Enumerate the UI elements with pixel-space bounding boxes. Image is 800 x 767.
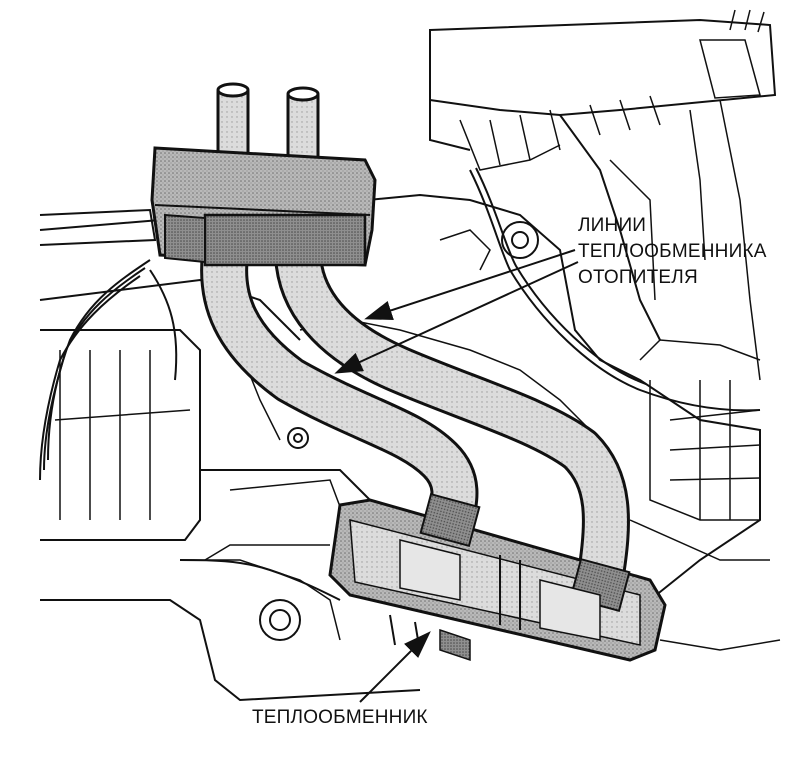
heater-core-label: ТЕПЛООБМЕННИК xyxy=(252,707,428,728)
heater-core-lines-label-line3: ОТОПИТЕЛЯ xyxy=(578,267,698,288)
wiring-harness xyxy=(39,167,761,601)
hvac-housing xyxy=(39,9,781,702)
heater-core-lines-label: ЛИНИИ ТЕПЛООБМЕННИКА ОТОПИТЕЛЯ xyxy=(578,213,767,291)
heater-core-lines-label-line1: ЛИНИИ xyxy=(578,215,647,236)
leader-arrows xyxy=(334,249,579,703)
heater-core-lines xyxy=(200,231,630,604)
heater-core-lines-label-line2: ТЕПЛООБМЕННИКА xyxy=(578,241,767,262)
housing-fasteners xyxy=(259,221,539,641)
pipe-connector-block xyxy=(150,82,377,267)
heater-core xyxy=(328,492,667,662)
arrow-to-heater-core xyxy=(359,631,431,703)
arrow-to-lower-line xyxy=(334,261,579,374)
arrow-to-upper-line xyxy=(364,249,576,321)
